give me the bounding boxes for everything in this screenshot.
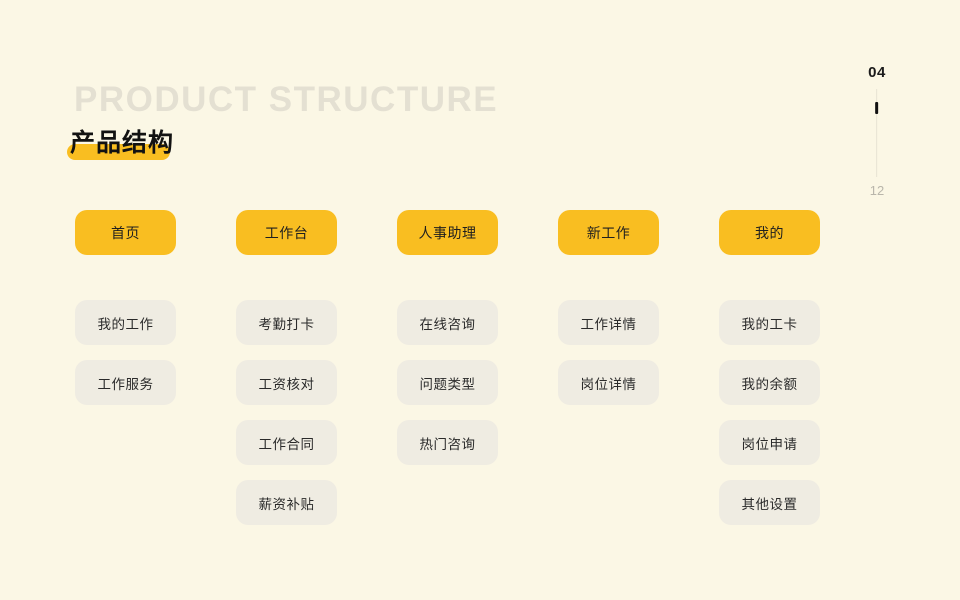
node-item: 工资核对: [236, 360, 337, 405]
node-header-mine: 我的: [719, 210, 820, 255]
node-item: 考勤打卡: [236, 300, 337, 345]
node-item: 我的余额: [719, 360, 820, 405]
node-item: 岗位申请: [719, 420, 820, 465]
node-item: 其他设置: [719, 480, 820, 525]
node-header-hr-assistant: 人事助理: [397, 210, 498, 255]
node-item: 工作服务: [75, 360, 176, 405]
page-title-text: 产品结构: [70, 129, 175, 157]
pager-progress-tick: [875, 102, 879, 114]
column-hr-assistant: 人事助理 在线咨询 问题类型 热门咨询: [397, 210, 498, 540]
node-header-home: 首页: [75, 210, 176, 255]
node-item: 岗位详情: [558, 360, 659, 405]
column-new-job: 新工作 工作详情 岗位详情: [558, 210, 659, 540]
node-item: 工作合同: [236, 420, 337, 465]
node-item: 问题类型: [397, 360, 498, 405]
title-highlight: [67, 144, 170, 160]
page-current-number: 04: [868, 64, 886, 81]
node-item: 工作详情: [558, 300, 659, 345]
node-item: 热门咨询: [397, 420, 498, 465]
page-indicator: 04 12: [868, 64, 886, 198]
node-item: 薪资补贴: [236, 480, 337, 525]
page-title: 产品结构: [67, 123, 175, 163]
node-header-new-job: 新工作: [558, 210, 659, 255]
structure-diagram: 首页 我的工作 工作服务 工作台 考勤打卡 工资核对 工作合同 薪资补贴 人事助…: [75, 210, 820, 540]
node-item: 我的工卡: [719, 300, 820, 345]
page-total-number: 12: [869, 183, 885, 198]
column-workbench: 工作台 考勤打卡 工资核对 工作合同 薪资补贴: [236, 210, 337, 540]
node-item: 在线咨询: [397, 300, 498, 345]
watermark-title: PRODUCT STRUCTURE: [74, 80, 499, 119]
node-header-workbench: 工作台: [236, 210, 337, 255]
column-mine: 我的 我的工卡 我的余额 岗位申请 其他设置: [719, 210, 820, 540]
pager-progress-line: [875, 89, 879, 177]
node-item: 我的工作: [75, 300, 176, 345]
column-home: 首页 我的工作 工作服务: [75, 210, 176, 540]
